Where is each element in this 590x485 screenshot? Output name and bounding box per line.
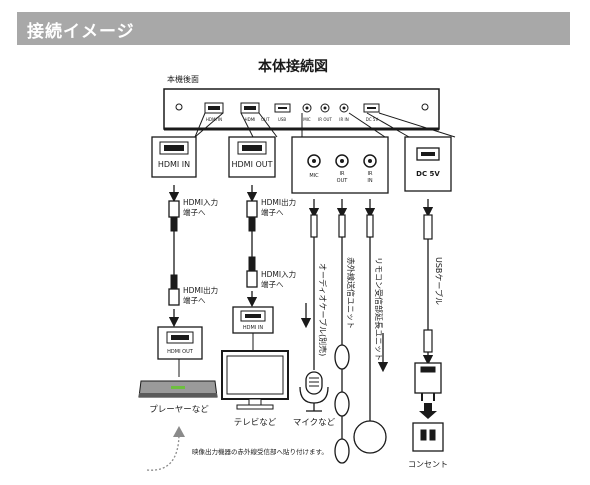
- callout-ir-in-label-2: IN: [367, 178, 372, 184]
- label-audio-cable: オーディオケーブル(別売): [318, 263, 328, 356]
- label-usb-cable: USBケーブル: [434, 257, 444, 305]
- down-arrow-icon: [419, 403, 437, 419]
- port-ir-out: IR OUT: [318, 103, 332, 122]
- leader-lines: [194, 112, 456, 138]
- connection-diagram: 本体接続図 本機後面 HDMI IN HDMI USB MIC IR OUT I…: [17, 45, 570, 485]
- tv-label: テレビなど: [234, 418, 277, 428]
- note-text: 映像出力機器の赤外線受信部へ貼り付けます。: [192, 447, 328, 456]
- port-mic: MIC: [302, 103, 312, 122]
- player-led: [171, 386, 185, 389]
- port-mic-label: MIC: [303, 117, 311, 122]
- port-hdmi-out: HDMI: [240, 102, 260, 122]
- tv-device: HDMI IN: [221, 306, 289, 410]
- label-hdmi-output2-1: HDMI出力: [261, 197, 296, 207]
- ac-adapter-icon: [414, 362, 442, 401]
- audio-cable: [308, 199, 320, 370]
- port-ir-in-label: IR IN: [339, 117, 348, 122]
- port-usb: USB: [274, 103, 291, 122]
- usb-cable: [422, 199, 434, 366]
- port-ir-out-label: IR OUT: [318, 117, 332, 122]
- label-hdmi-input-1: HDMI入力: [183, 197, 218, 207]
- section-header: 接続イメージ: [17, 12, 570, 45]
- callout-hdmi-in-label: HDMI IN: [158, 160, 190, 169]
- diagram-svg: 本体接続図 本機後面 HDMI IN HDMI USB MIC IR OUT I…: [138, 58, 456, 471]
- port-dc5v-label: DC 5V: [366, 117, 379, 122]
- port-hdmi-in: HDMI IN: [204, 102, 224, 122]
- outlet-icon: [412, 422, 444, 452]
- label-hdmi-output-1: HDMI出力: [183, 285, 218, 295]
- label-hdmi-output2-2: 端子へ: [261, 207, 284, 217]
- callout-ir-out-label-2: OUT: [337, 178, 349, 184]
- diagram-title: 本体接続図: [258, 58, 328, 75]
- port-ir-in: IR IN: [339, 103, 349, 122]
- outlet-label: コンセント: [408, 460, 448, 469]
- dashed-arrow-head: [173, 426, 185, 437]
- port-hdmi-in-label: HDMI IN: [206, 117, 222, 122]
- label-hdmi-input-2: 端子へ: [183, 207, 206, 217]
- player-device: HDMI OUT: [138, 326, 218, 398]
- port-hdmi-out-label: HDMI: [245, 117, 256, 122]
- dashed-arrow-icon: [146, 432, 180, 471]
- device-label: 本機後面: [167, 74, 199, 84]
- callout-hdmi-in: HDMI IN: [151, 136, 197, 178]
- callout-ir-out-label-1: IR: [340, 171, 345, 177]
- tv-port-label: HDMI IN: [243, 325, 263, 331]
- hdmi-cable-output: [246, 185, 258, 308]
- section-title: 接続イメージ: [27, 22, 135, 42]
- ir-receiver-cable: [353, 199, 387, 454]
- port-hdmi-out-extra: OUT: [261, 117, 270, 122]
- callout-dc5v: DC 5V: [404, 136, 452, 192]
- hdmi-cable-input: [168, 185, 180, 328]
- mic-label: マイクなど: [293, 418, 336, 428]
- callout-ir-in-label-1: IR: [368, 171, 373, 177]
- ir-transmitter-cable: [334, 199, 350, 464]
- label-ir-transmitter: 赤外線送信ユニット: [346, 257, 356, 329]
- callout-hdmi-out-label: HDMI OUT: [231, 160, 272, 169]
- port-usb-label: USB: [278, 117, 286, 122]
- callout-dc5v-label: DC 5V: [416, 170, 440, 178]
- player-port-label: HDMI OUT: [167, 349, 194, 355]
- callout-mic-label: MIC: [309, 173, 319, 179]
- callout-hdmi-out: HDMI OUT: [228, 136, 276, 178]
- callout-audio-ir: MIC IR OUT IR IN: [291, 136, 389, 194]
- label-hdmi-input2-1: HDMI入力: [261, 269, 296, 279]
- player-label: プレーヤーなど: [149, 405, 209, 415]
- label-hdmi-input2-2: 端子へ: [261, 279, 284, 289]
- microphone-icon: [299, 371, 329, 412]
- label-hdmi-output-2: 端子へ: [183, 295, 206, 305]
- port-dc5v: DC 5V: [363, 103, 380, 122]
- label-ir-receiver: リモコン受信部延長ユニット: [374, 257, 384, 361]
